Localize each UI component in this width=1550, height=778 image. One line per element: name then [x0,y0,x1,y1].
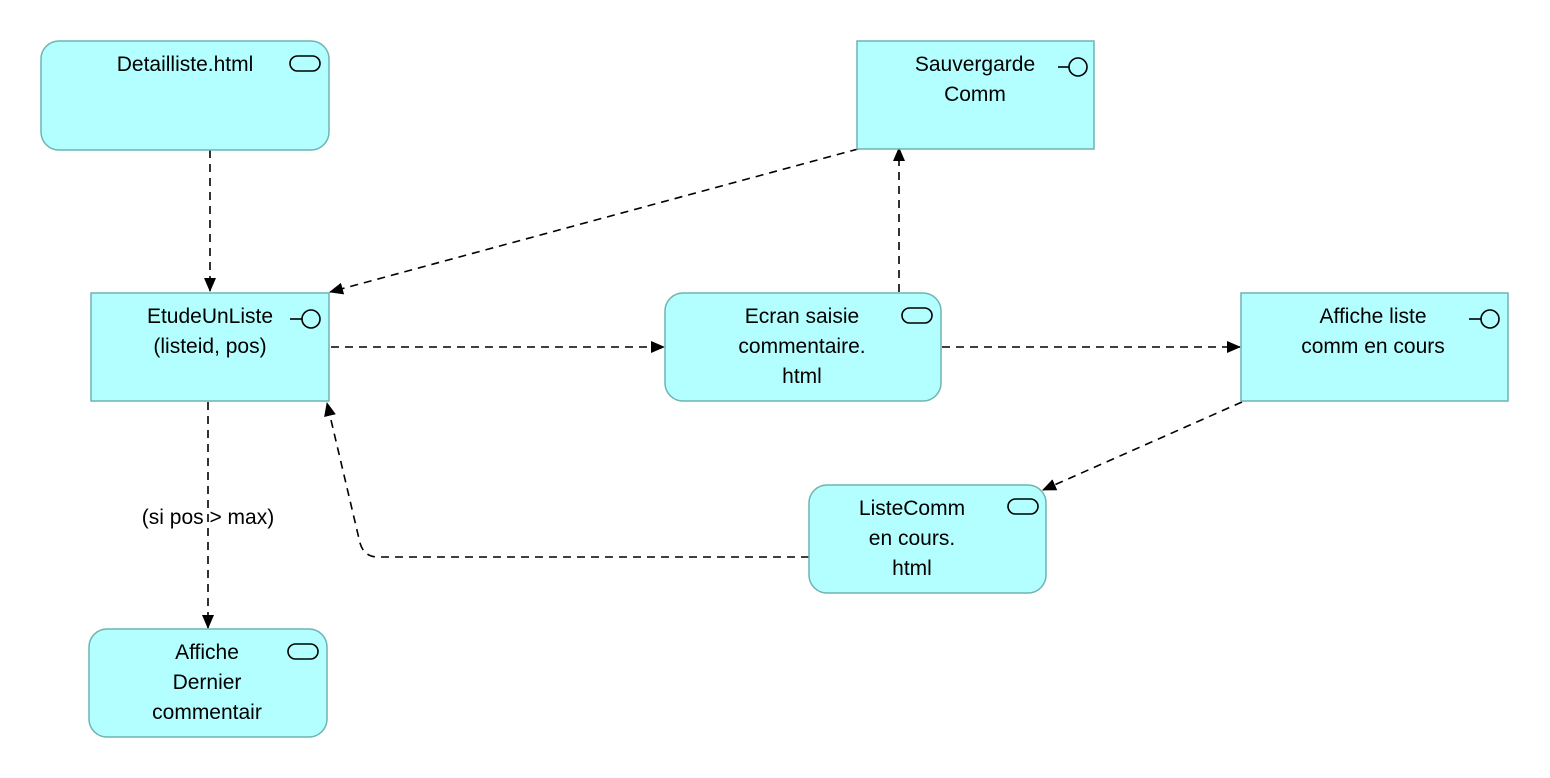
node-listecomm-line-3: html [892,557,932,580]
edge-affiche-liste-to-listecomm [1042,401,1243,491]
node-etude-box [90,292,330,402]
view-icon [1007,498,1039,515]
node-ecran-box [664,292,942,402]
edge-sauvegarde-to-etude [329,148,859,295]
node-affiche-dernier-line-1: Affiche [175,641,239,664]
node-ecran-line-1: Ecran saisie [745,305,859,328]
node-listecomm-box [808,484,1047,594]
node-affiche-dernier[interactable]: Affiche Dernier commentair [88,628,328,738]
node-affiche-dernier-line-2: Dernier [173,671,242,694]
service-interface-icon [1058,57,1088,77]
service-interface-icon [290,309,321,329]
node-sauvegarde-box [856,40,1095,150]
node-etude[interactable]: EtudeUnListe (listeid, pos) [90,292,330,402]
node-listecomm-line-2: en cours. [869,527,955,550]
node-detailliste[interactable]: Detailliste.html [40,40,330,151]
edge-listecomm-to-etude [324,402,809,558]
view-icon [287,643,319,660]
view-icon [901,307,933,324]
node-affiche-liste-box [1240,292,1509,402]
node-listecomm[interactable]: ListeComm en cours. html [808,484,1047,594]
node-affiche-liste-line-2: comm en cours [1301,335,1445,358]
node-affiche-dernier-line-3: commentair [152,701,262,724]
node-ecran-line-2: commentaire. [738,335,865,358]
node-sauvegarde-line-1: Sauvergarde [915,53,1035,76]
node-sauvegarde[interactable]: Sauvergarde Comm [856,40,1095,150]
node-listecomm-line-1: ListeComm [859,497,965,520]
node-affiche-liste-line-1: Affiche liste [1320,305,1427,328]
edge-label-si-pos-max: (si pos > max) [142,506,274,529]
node-detailliste-box [40,40,330,151]
service-interface-icon [1469,309,1500,329]
view-icon [289,55,321,72]
node-affiche-liste[interactable]: Affiche liste comm en cours [1240,292,1509,402]
node-affiche-dernier-box [88,628,328,738]
node-etude-line-2: (listeid, pos) [153,335,266,358]
node-ecran-line-3: html [782,365,822,388]
node-ecran[interactable]: Ecran saisie commentaire. html [664,292,942,402]
node-sauvegarde-line-2: Comm [944,83,1006,106]
node-etude-line-1: EtudeUnListe [147,305,273,328]
node-detailliste-line-1: Detailliste.html [117,53,254,76]
